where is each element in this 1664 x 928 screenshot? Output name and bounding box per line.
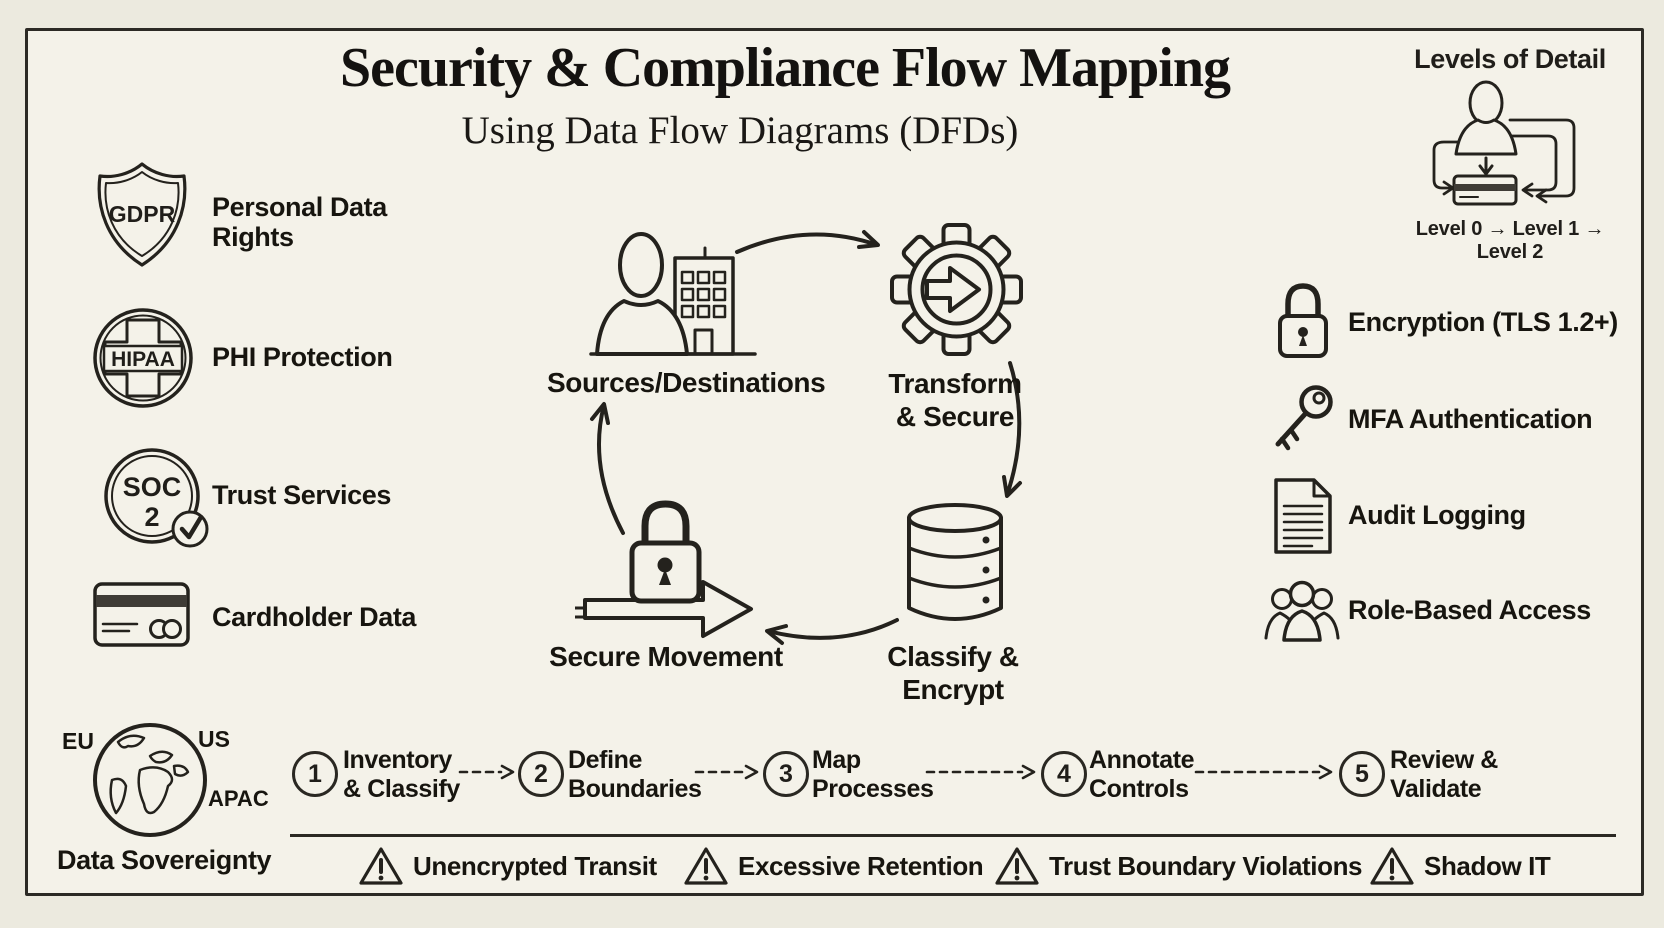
region-label-apac: APAC: [208, 786, 269, 811]
globe-icon: [93, 723, 207, 837]
warning-icon: [684, 847, 728, 885]
step-label: Annotate Controls: [1089, 746, 1195, 803]
risk-item: Shadow IT: [1369, 846, 1551, 886]
levels-of-detail-icon: [1432, 80, 1576, 206]
dashed-arrow-icon: [458, 764, 515, 780]
step-number: 2: [534, 759, 548, 788]
warning-icon: [1370, 847, 1414, 885]
compliance-label: Trust Services: [212, 480, 392, 510]
key-icon: [1275, 385, 1333, 451]
flow-node-label-movement: Secure Movement: [549, 641, 783, 672]
data-sovereignty-label: Data Sovereignty: [57, 845, 272, 875]
warning-icon: [359, 847, 403, 885]
levels-caption: Level 0 → Level 1 → Level 2: [1415, 218, 1605, 263]
step-number: 5: [1355, 759, 1369, 788]
database-icon: [907, 503, 1003, 621]
svg-text:2: 2: [144, 502, 159, 532]
step-number: 1: [308, 759, 322, 788]
gear-arrow-icon: [890, 223, 1023, 356]
dashed-arrow-icon: [925, 764, 1036, 780]
risk-item: Unencrypted Transit: [358, 846, 657, 886]
step-circle: 3: [763, 751, 809, 797]
person-building-icon: [589, 232, 757, 356]
region-label-eu: EU: [62, 728, 94, 754]
step-label: Inventory & Classify: [343, 746, 460, 803]
soc2-seal-icon: SOC 2: [104, 448, 209, 548]
step-label: Define Boundaries: [568, 746, 702, 803]
step-label: Map Processes: [812, 746, 934, 803]
flow-node-label-sources: Sources/Destinations: [547, 367, 826, 398]
step-number: 4: [1057, 759, 1071, 788]
arrow-transform-to-classify: [1005, 361, 1022, 497]
risk-label: Unencrypted Transit: [413, 850, 657, 881]
risk-item: Trust Boundary Violations: [994, 846, 1363, 886]
dashed-arrow-icon: [1194, 764, 1333, 780]
compliance-label: Cardholder Data: [212, 602, 417, 632]
dashed-arrow-icon: [694, 764, 759, 780]
lock-arrow-icon: [575, 500, 753, 638]
risk-label: Excessive Retention: [738, 850, 984, 881]
step-circle: 1: [292, 751, 338, 797]
region-label-us: US: [198, 726, 230, 752]
credit-card-icon: [93, 582, 190, 647]
divider-line: [290, 834, 1616, 837]
arrow-classify-to-movement: [766, 618, 899, 640]
hipaa-cross-icon: HIPAA: [93, 308, 193, 408]
people-icon: [1264, 580, 1340, 642]
step-label: Review & Validate: [1390, 746, 1498, 803]
control-label: MFA Authentication: [1348, 404, 1593, 434]
padlock-icon: [1278, 283, 1328, 358]
levels-of-detail: Levels of Detail Level 0 → Level 1 → Lev…: [1390, 44, 1630, 263]
compliance-label: PHI Protection: [212, 342, 393, 372]
gdpr-shield-icon: GDPR: [97, 162, 187, 267]
poster-frame: [25, 28, 1644, 896]
risk-label: Shadow IT: [1424, 850, 1551, 881]
flow-arrows: [590, 230, 1022, 645]
control-label: Audit Logging: [1348, 500, 1526, 530]
page-subtitle: Using Data Flow Diagrams (DFDs): [461, 109, 1019, 152]
compliance-label: Personal Data Rights: [212, 192, 387, 253]
flow-node-label-transform: Transform & Secure: [888, 368, 1022, 433]
svg-text:SOC: SOC: [123, 472, 182, 502]
levels-heading: Levels of Detail: [1414, 44, 1606, 74]
page-title: Security & Compliance Flow Mapping: [340, 37, 1231, 99]
svg-text:HIPAA: HIPAA: [111, 348, 175, 371]
svg-text:GDPR: GDPR: [109, 201, 176, 227]
step-circle: 2: [518, 751, 564, 797]
document-icon: [1274, 478, 1332, 554]
control-label: Role-Based Access: [1348, 595, 1591, 625]
step-circle: 5: [1339, 751, 1385, 797]
step-circle: 4: [1041, 751, 1087, 797]
flow-node-label-classify: Classify & Encrypt: [887, 641, 1019, 706]
arrow-sources-to-transform: [735, 232, 879, 254]
step-number: 3: [779, 759, 793, 788]
risk-item: Excessive Retention: [683, 846, 984, 886]
warning-icon: [995, 847, 1039, 885]
risk-label: Trust Boundary Violations: [1049, 850, 1363, 881]
control-label: Encryption (TLS 1.2+): [1348, 307, 1618, 337]
arrow-movement-to-sources: [597, 403, 625, 535]
